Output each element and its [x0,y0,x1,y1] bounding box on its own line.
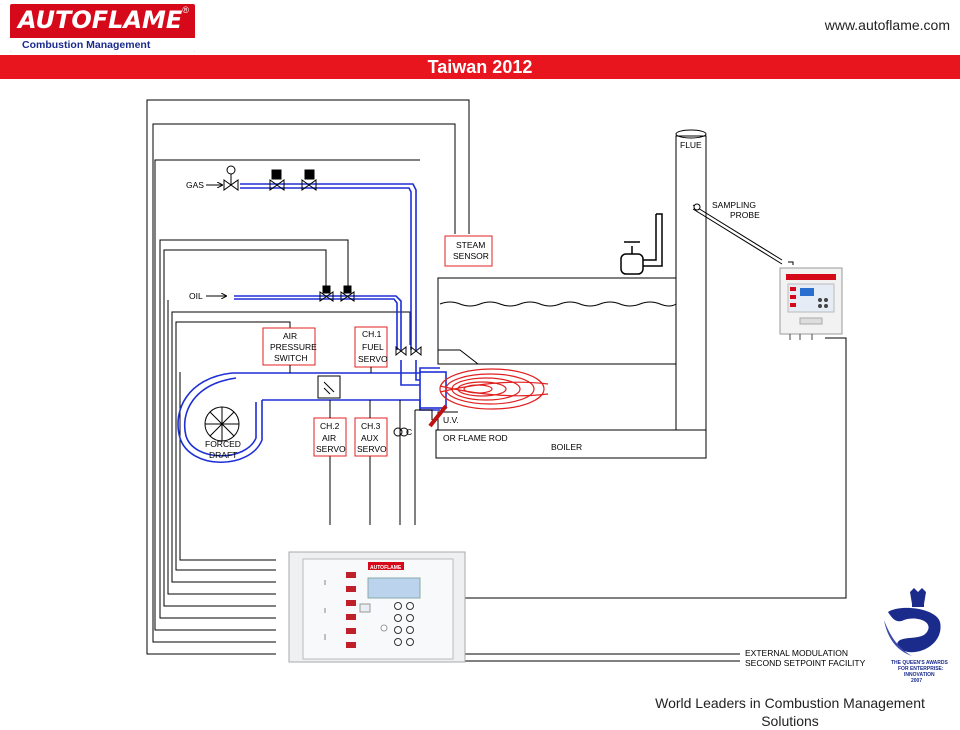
diagram-labels: GAS OIL FLUE SAMPLING PROBE STEAM SENSOR… [186,140,866,668]
flue-label: FLUE [680,140,702,150]
ch1-label-2: FUEL [362,342,384,352]
steam-sensor-box [444,235,493,267]
logo-brand-text: AUTOFLAME [18,6,183,34]
cc-label: C [406,427,412,437]
sampling-probe [692,203,783,265]
sampling-probe-label-1: SAMPLING [712,200,756,210]
award-line-3: INNOVATION [904,672,935,678]
footer-tagline: World Leaders in Combustion Management S… [655,695,925,729]
oil-valves [319,285,355,302]
award-line-4: 2007 [911,678,922,684]
steam-sensor-label-2: SENSOR [453,251,489,261]
ch1-fuel-servo-box [354,326,388,368]
boiler-label: BOILER [551,442,582,452]
gas-label: GAS [186,180,204,190]
flame-rod-label: OR FLAME ROD [443,433,508,443]
sampling-probe-label-2: PROBE [730,210,760,220]
ch1-label-3: SERVO [358,354,388,364]
ch2-air-servo-box [313,417,347,457]
air-switch-label-3: SWITCH [274,353,308,363]
servo-valves [317,345,422,399]
ch1-label-1: CH.1 [362,329,382,339]
website-url: www.autoflame.com [824,17,950,33]
slide-title-banner: Taiwan 2012 [0,55,960,79]
ch3-label-3: SERVO [357,444,387,454]
air-switch-label-1: AIR [283,331,297,341]
uv-label: U.V. [443,415,459,425]
steam-sensor-label-1: STEAM [456,240,485,250]
mm-controller-unit: AUTOFLAME [288,551,466,663]
boiler-body [435,129,707,459]
second-setpoint-label: SECOND SETPOINT FACILITY [745,658,866,668]
logo-tagline: Combustion Management Systems [10,38,195,52]
ch2-label-3: SERVO [316,444,346,454]
ch2-label-2: AIR [322,433,336,443]
uv-sensor [428,404,448,428]
award-line-1: THE QUEEN'S AWARDS [891,660,949,666]
fan-impeller-icon [204,406,240,442]
registered-mark: ® [182,5,189,15]
forced-draft-label-2: DRAFT [209,450,237,460]
controller-brand: AUTOFLAME [370,565,402,571]
burner-flame [439,368,549,410]
forced-draft-label-1: FORCED [205,439,241,449]
external-modulation-label: EXTERNAL MODULATION [745,648,848,658]
servo-wiring [329,400,433,525]
award-line-2: FOR ENTERPRISE: [898,666,944,672]
air-pressure-switch-box [262,327,316,366]
oil-label: OIL [189,291,203,301]
autoflame-logo: AUTOFLAME ® Combustion Management System… [10,4,195,52]
ch3-label-2: AUX [361,433,379,443]
forced-draft-fan [177,372,263,464]
ch3-label-1: CH.3 [361,421,381,431]
gas-valves [223,165,317,191]
exhaust-gas-analyser [779,267,843,340]
ch3-aux-servo-box [354,417,388,457]
connector-lines [289,365,372,418]
queens-award-emblem: THE QUEEN'S AWARDS FOR ENTERPRISE: INNOV… [884,588,949,684]
ch2-label-1: CH.2 [320,421,340,431]
label-boxes [262,235,493,457]
control-wiring [146,99,847,662]
air-switch-label-2: PRESSURE [270,342,317,352]
steam-valve-graphic [620,213,663,275]
